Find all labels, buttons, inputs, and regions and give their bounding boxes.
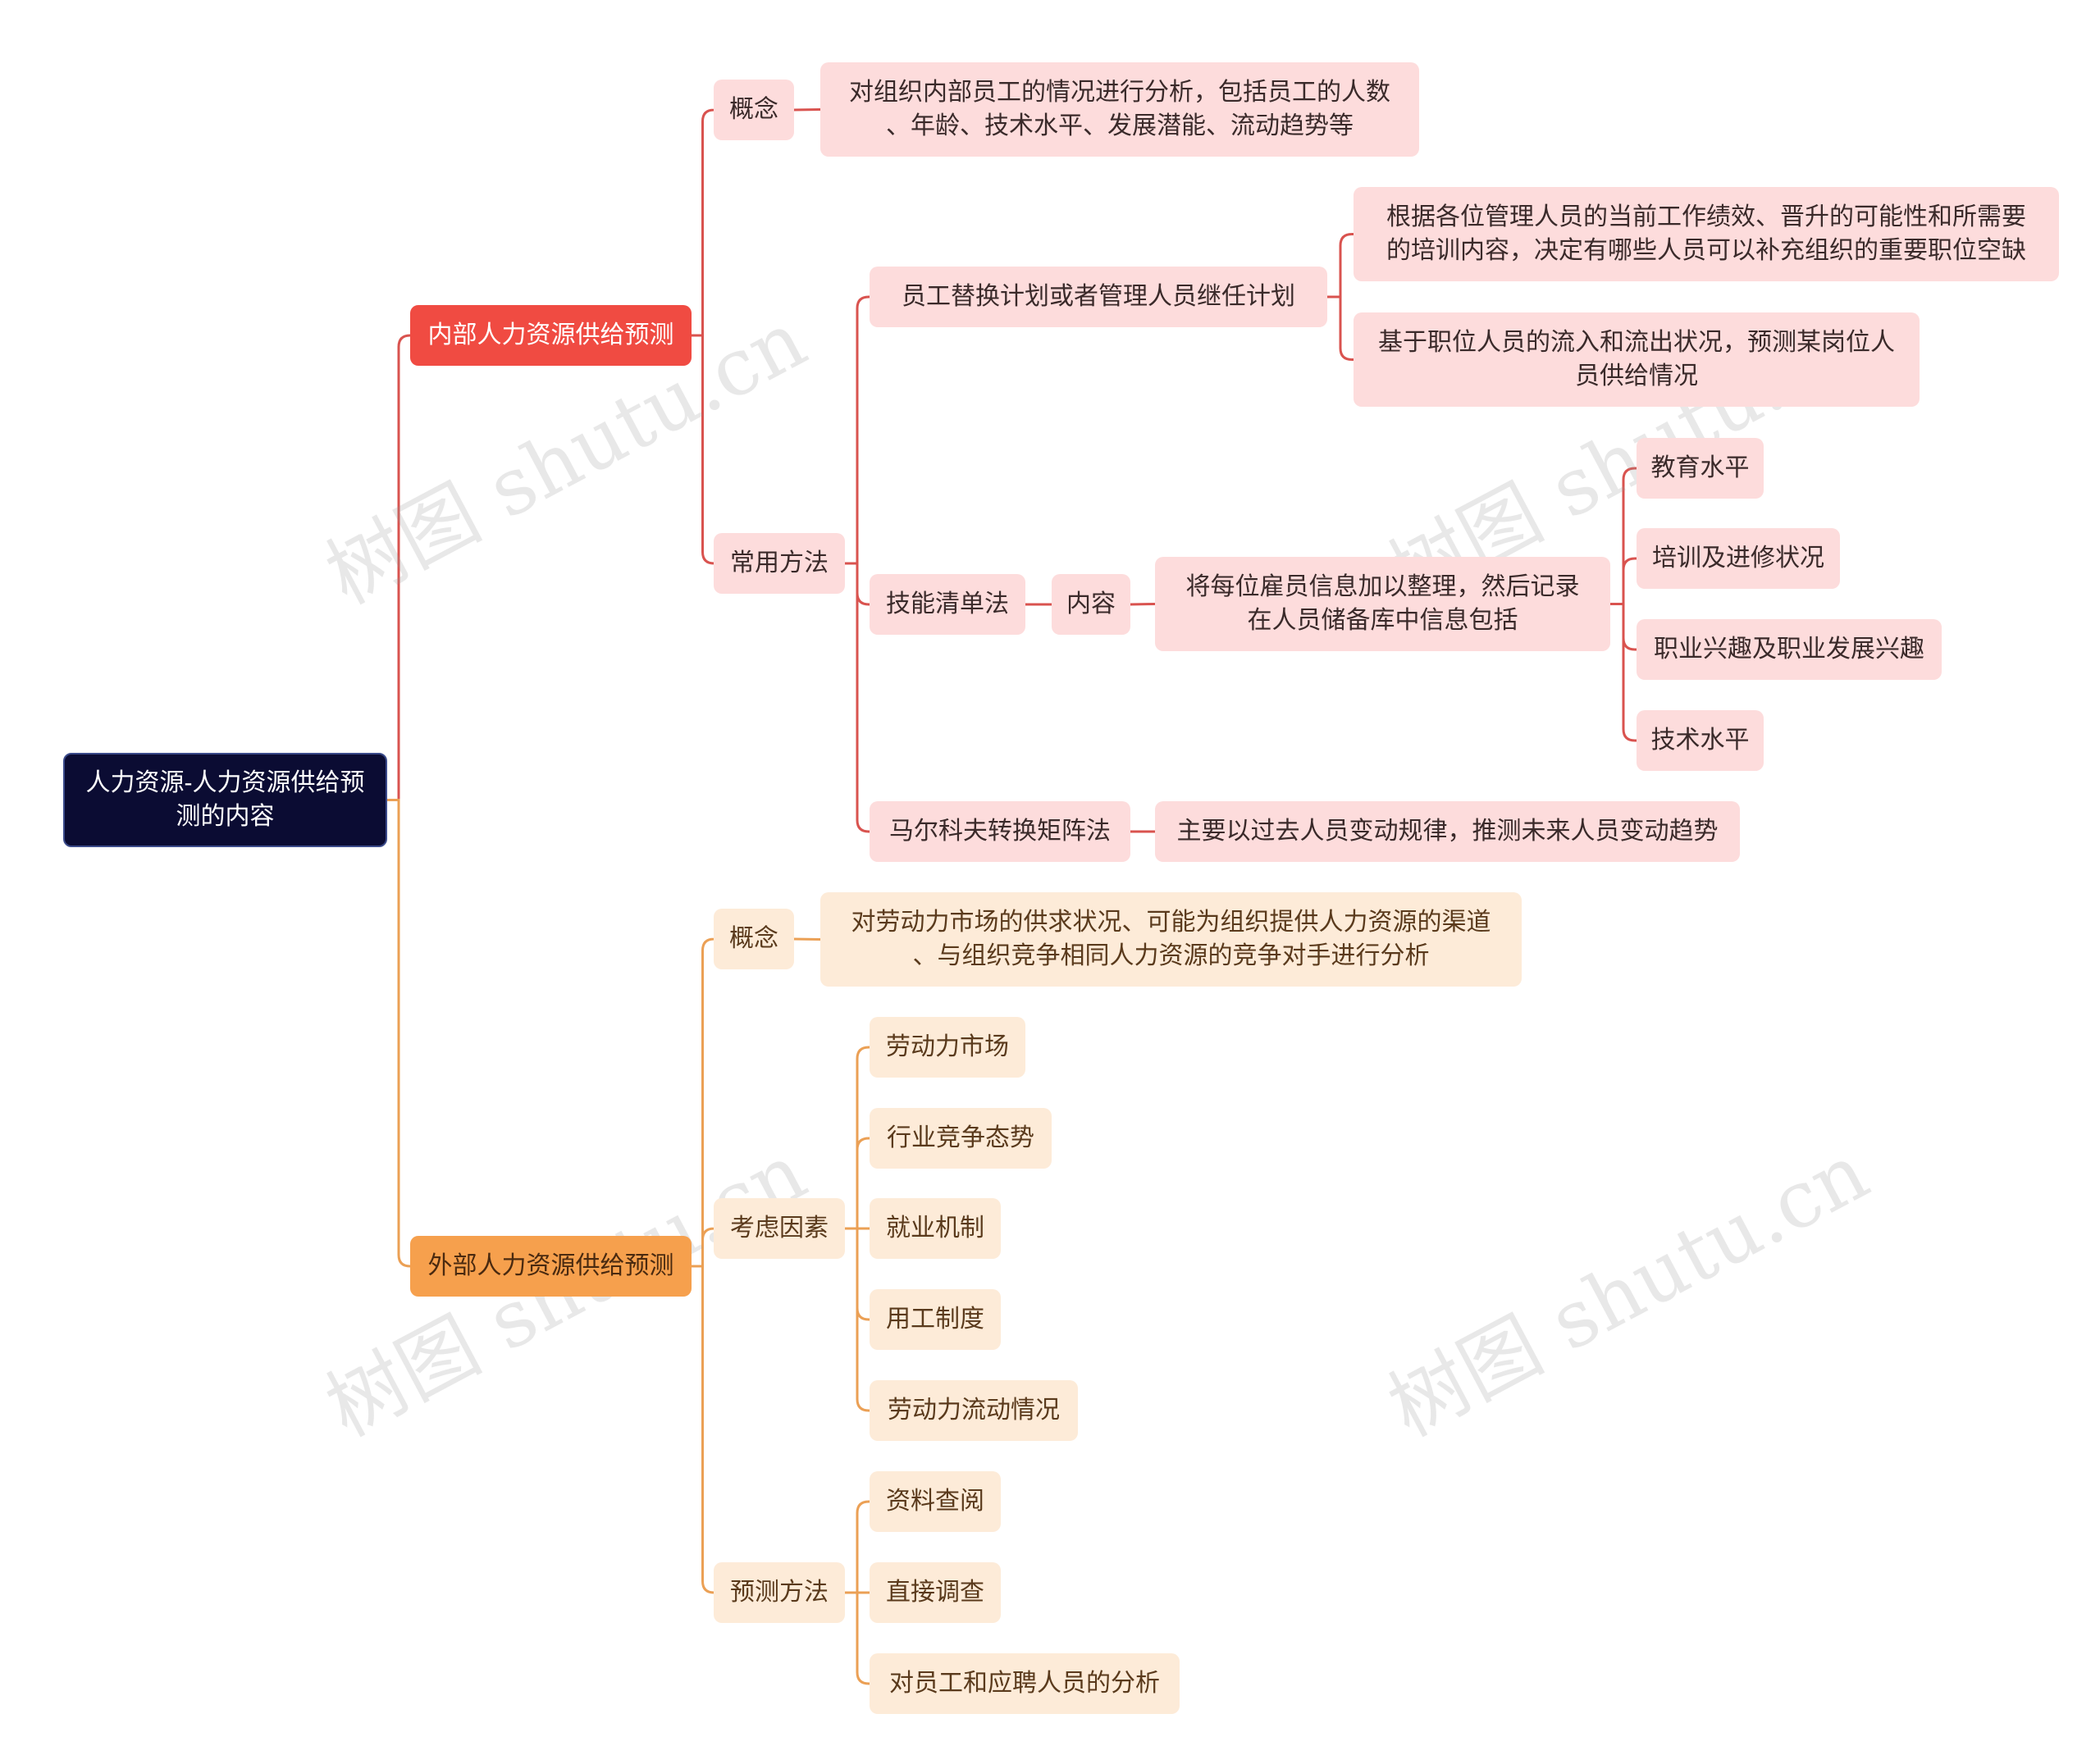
- connector-line: [1130, 603, 1156, 606]
- external-concept-text[interactable]: 对劳动力市场的供求状况、可能为组织提供人力资源的渠道 、与组织竞争相同人力资源的…: [820, 892, 1522, 987]
- root-node[interactable]: 人力资源-人力资源供给预 测的内容: [63, 753, 387, 847]
- replacement-detail-1[interactable]: 根据各位管理人员的当前工作绩效、晋升的可能性和所需要 的培训内容，决定有哪些人员…: [1354, 187, 2059, 281]
- connector-line: [692, 334, 714, 565]
- factor-labor-market[interactable]: 劳动力市场: [870, 1017, 1025, 1078]
- connector-line: [692, 937, 714, 1268]
- connector-line: [692, 108, 714, 337]
- connector-line: [692, 1227, 714, 1268]
- connector-line: [845, 1046, 870, 1230]
- internal-methods-node[interactable]: 常用方法: [714, 533, 845, 594]
- forecast-methods-node[interactable]: 预测方法: [714, 1562, 845, 1623]
- skills-item-training[interactable]: 培训及进修状况: [1637, 528, 1840, 589]
- method-applicant-analysis[interactable]: 对员工和应聘人员的分析: [870, 1653, 1180, 1714]
- external-supply-node[interactable]: 外部人力资源供给预测: [410, 1236, 692, 1297]
- method-direct-survey[interactable]: 直接调查: [870, 1562, 1001, 1623]
- replacement-plan-node[interactable]: 员工替换计划或者管理人员继任计划: [870, 267, 1327, 327]
- factor-competition[interactable]: 行业竞争态势: [870, 1108, 1052, 1169]
- connector-line: [845, 1591, 870, 1685]
- factor-mobility[interactable]: 劳动力流动情况: [870, 1380, 1078, 1441]
- connector-line: [845, 295, 870, 565]
- replacement-detail-2[interactable]: 基于职位人员的流入和流出状况，预测某岗位人 员供给情况: [1354, 312, 1920, 407]
- external-concept-node[interactable]: 概念: [714, 909, 794, 969]
- connector-line: [793, 108, 821, 112]
- skills-inventory-node[interactable]: 技能清单法: [870, 574, 1025, 635]
- connector-line: [387, 334, 411, 801]
- connector-line: [1610, 557, 1637, 605]
- connector-line: [387, 799, 411, 1268]
- connector-line: [845, 1137, 870, 1230]
- factor-labor-system[interactable]: 用工制度: [870, 1289, 1001, 1350]
- internal-concept-text[interactable]: 对组织内部员工的情况进行分析，包括员工的人数 、年龄、技术水平、发展潜能、流动趋…: [820, 62, 1419, 157]
- method-document-review[interactable]: 资料查阅: [870, 1471, 1001, 1532]
- connector-line: [692, 1265, 714, 1594]
- skills-content-text[interactable]: 将每位雇员信息加以整理，然后记录 在人员储备库中信息包括: [1155, 557, 1610, 651]
- connector-line: [793, 937, 821, 941]
- connector-line: [845, 1500, 870, 1594]
- connector-line: [1610, 467, 1637, 605]
- factors-node[interactable]: 考虑因素: [714, 1198, 845, 1259]
- factor-employment[interactable]: 就业机制: [870, 1198, 1001, 1259]
- internal-concept-node[interactable]: 概念: [714, 80, 794, 140]
- skills-content-node[interactable]: 内容: [1052, 574, 1130, 635]
- connector-line: [1327, 233, 1354, 299]
- skills-item-tech[interactable]: 技术水平: [1637, 710, 1764, 771]
- connector-line: [845, 562, 870, 833]
- skills-item-interest[interactable]: 职业兴趣及职业发展兴趣: [1637, 619, 1942, 680]
- markov-method-node[interactable]: 马尔科夫转换矩阵法: [870, 801, 1130, 862]
- connector-line: [845, 1227, 870, 1412]
- internal-supply-node[interactable]: 内部人力资源供给预测: [410, 305, 692, 366]
- connector-line: [1327, 295, 1354, 361]
- connector-line: [1610, 603, 1637, 742]
- markov-method-text[interactable]: 主要以过去人员变动规律，推测未来人员变动趋势: [1155, 801, 1740, 862]
- skills-item-education[interactable]: 教育水平: [1637, 438, 1764, 499]
